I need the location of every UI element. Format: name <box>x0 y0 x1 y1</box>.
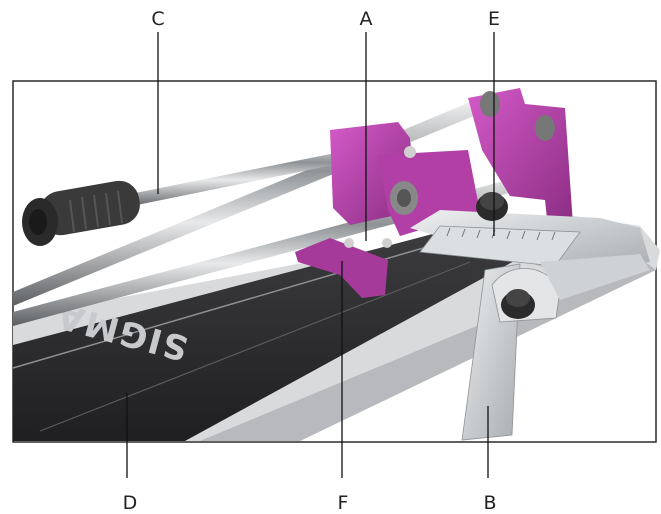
callout-b: B <box>483 492 496 514</box>
end-bracket-rod-cap <box>480 91 500 117</box>
rubber-bed <box>13 232 560 441</box>
callout-d: D <box>123 492 138 514</box>
cutting-carriage <box>295 122 480 298</box>
callout-f: F <box>338 492 349 514</box>
gauge-knob <box>501 289 535 319</box>
bed-stripe-2 <box>39 261 471 432</box>
handle-grip <box>22 180 140 246</box>
callout-a: A <box>360 8 373 30</box>
measuring-scale <box>410 210 650 272</box>
tile-cutter-illustration: SIGMA <box>12 88 660 441</box>
callout-c: C <box>151 8 164 30</box>
lock-knob-e <box>476 192 508 221</box>
end-bracket-rod-cap-2 <box>535 115 555 141</box>
callout-e: E <box>488 8 500 30</box>
